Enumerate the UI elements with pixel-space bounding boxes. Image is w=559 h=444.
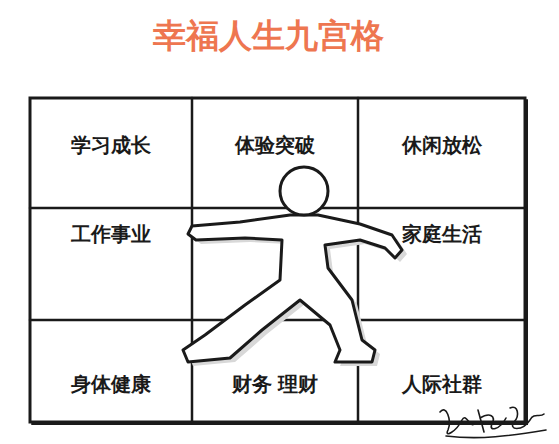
cell-label: 工作事业 xyxy=(71,222,151,246)
cell-label: 休闲放松 xyxy=(402,133,482,157)
cell-label: 财务 理财 xyxy=(232,372,319,396)
title: 幸福人生九宫格 xyxy=(153,14,384,59)
grid-line xyxy=(191,98,194,422)
figure-head xyxy=(280,167,328,215)
signature-stroke xyxy=(510,407,544,428)
grid-cell: 体验突破 xyxy=(192,98,358,208)
grid-cell: 学习成长 xyxy=(30,98,192,208)
grid xyxy=(30,98,527,424)
grid-line xyxy=(357,98,360,422)
grid-cell: 家庭生活 xyxy=(358,208,525,320)
cell-label: 体验突破 xyxy=(235,133,315,157)
signature-stroke xyxy=(478,410,506,432)
cell-label: 学习成长 xyxy=(71,133,151,157)
cell-label: 家庭生活 xyxy=(402,222,482,246)
grid-cell: 休闲放松 xyxy=(358,98,525,208)
figure-body xyxy=(183,215,402,362)
signature-stroke xyxy=(440,410,474,434)
grid-cell: 财务 理财 xyxy=(192,320,358,422)
signature-stroke xyxy=(446,430,546,438)
cell-label: 人际社群 xyxy=(402,372,482,396)
grid-border xyxy=(30,98,525,422)
grid-cell: 人际社群 xyxy=(358,320,525,422)
signature xyxy=(440,407,546,437)
grid-shadow xyxy=(32,100,527,424)
grid-cell: 身体健康 xyxy=(30,320,192,422)
grid-cell: 工作事业 xyxy=(30,208,192,320)
figure xyxy=(183,167,407,366)
grid-line xyxy=(30,207,525,210)
cell-label: 身体健康 xyxy=(71,372,151,396)
